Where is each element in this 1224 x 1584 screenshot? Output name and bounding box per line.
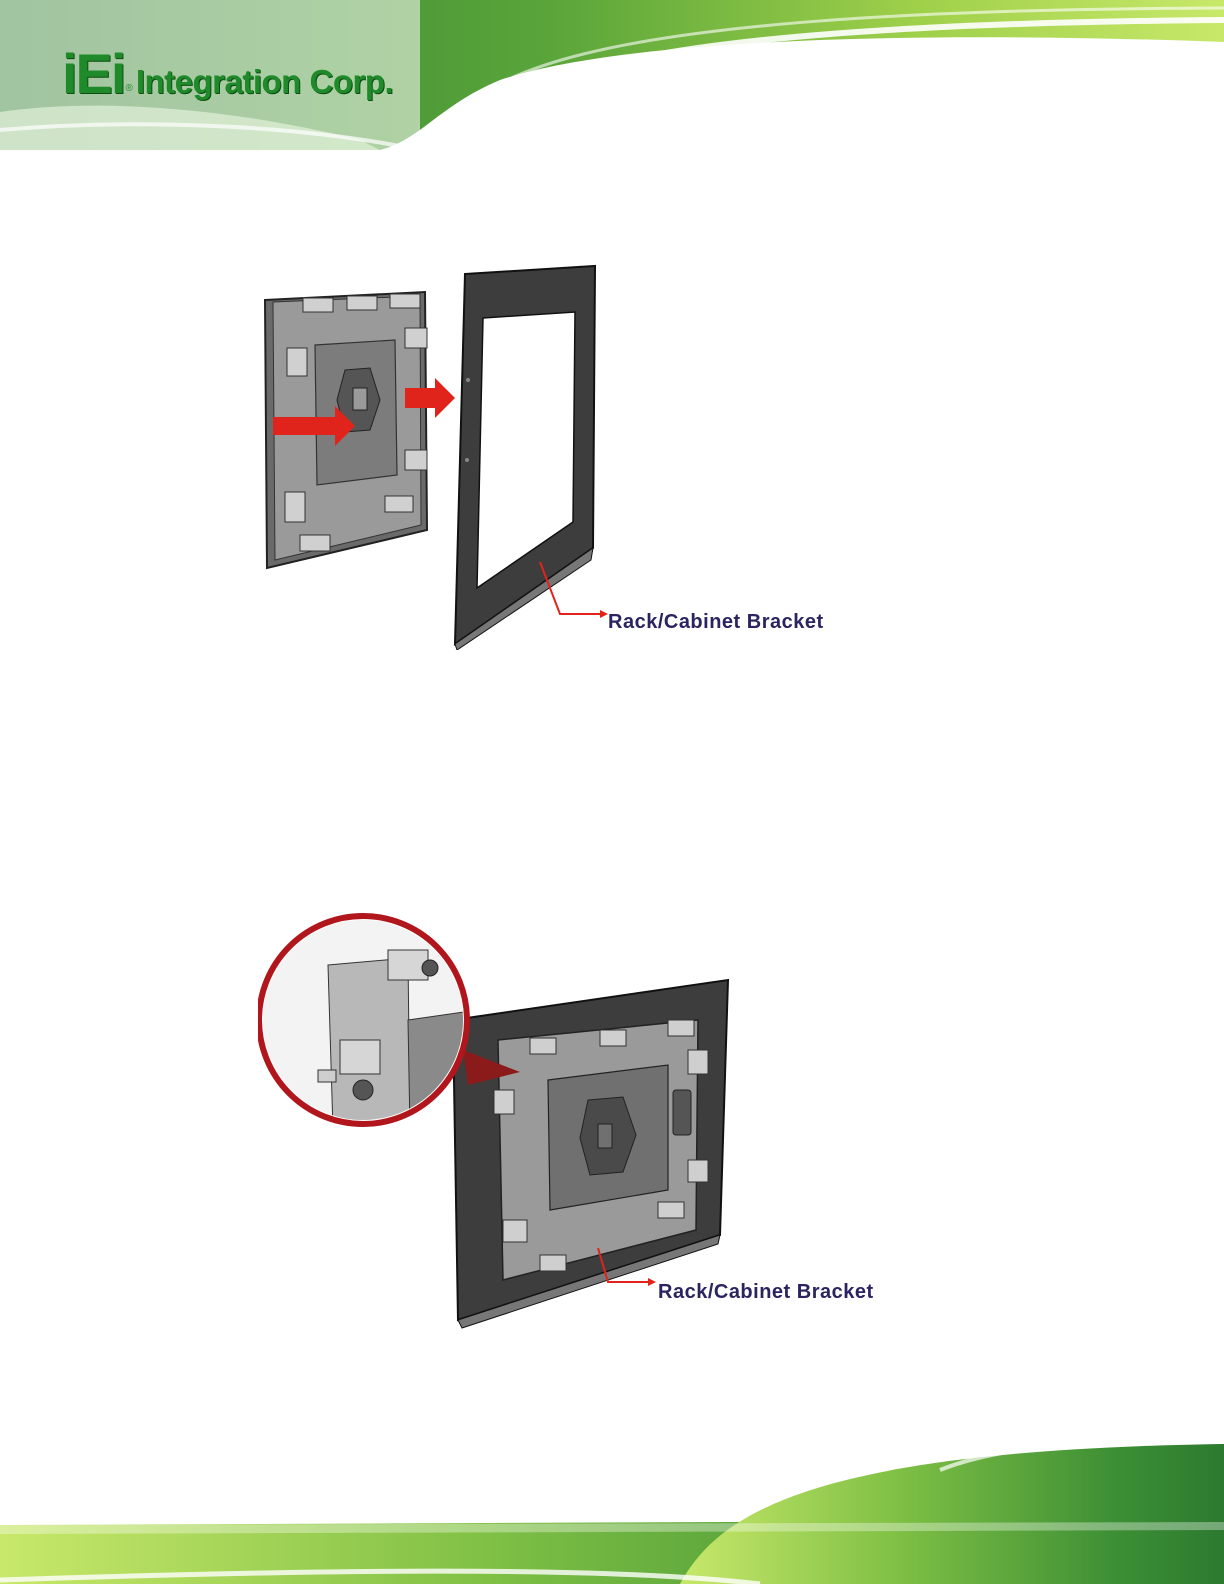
callout-rack-bracket-1: Rack/Cabinet Bracket [608, 611, 824, 634]
callout-arrowhead-icon [600, 610, 608, 618]
rack-bracket [455, 266, 595, 650]
company-logo: iEi ® Integration Corp. [62, 30, 393, 102]
callout-rack-bracket-2: Rack/Cabinet Bracket [658, 1281, 874, 1304]
callout-arrowhead-icon [648, 1278, 656, 1286]
logo-mark: iEi [62, 46, 124, 102]
registered-mark: ® [125, 83, 132, 94]
figure-bracket-insertion [255, 260, 615, 650]
footer-banner [0, 1430, 1224, 1584]
logo-text: Integration Corp. [136, 65, 393, 98]
figure-bracket-installed [258, 910, 738, 1330]
